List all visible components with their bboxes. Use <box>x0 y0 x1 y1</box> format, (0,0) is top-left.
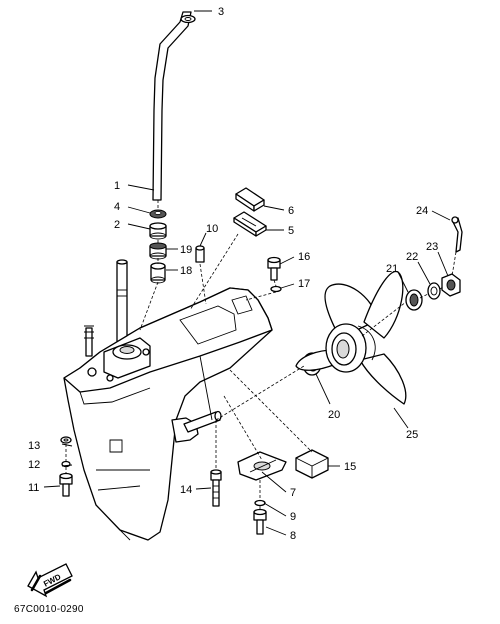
callout-1: 1 <box>114 180 120 192</box>
washer-13 <box>60 436 72 444</box>
bolt-16 <box>267 256 281 281</box>
callout-8: 8 <box>290 530 296 542</box>
propeller-25 <box>295 270 407 405</box>
callout-13: 13 <box>28 440 40 452</box>
callout-21: 21 <box>386 263 398 275</box>
callout-11: 11 <box>28 482 39 494</box>
seal-2 <box>149 222 167 240</box>
bolt-8 <box>253 508 267 535</box>
lower-casing <box>63 259 273 541</box>
callout-16: 16 <box>298 251 310 263</box>
callout-2: 2 <box>114 219 120 231</box>
callout-5: 5 <box>288 225 294 237</box>
callout-17: 17 <box>298 278 310 290</box>
callout-24: 24 <box>416 205 428 217</box>
washer-9 <box>254 499 266 507</box>
leader-lines <box>43 10 457 536</box>
callout-10: 10 <box>206 223 218 235</box>
bolt-14 <box>210 469 222 507</box>
callout-6: 6 <box>288 205 294 217</box>
callouts: 1 2 3 4 5 6 7 8 9 10 11 12 13 14 15 16 1… <box>28 6 438 542</box>
nut-23 <box>441 273 461 297</box>
callout-22: 22 <box>406 251 418 263</box>
callout-7: 7 <box>290 487 296 499</box>
grommet-6 <box>235 187 265 212</box>
tube-nut-3 <box>180 14 196 24</box>
spacer-21 <box>405 289 423 311</box>
bolt-11 <box>59 472 73 497</box>
callout-4: 4 <box>114 201 120 213</box>
bushing-18 <box>150 262 166 284</box>
callout-12: 12 <box>28 459 40 471</box>
fwd-arrow-icon: FWD <box>27 563 73 598</box>
dowel-pin-10 <box>195 245 205 263</box>
washer-17 <box>270 285 282 293</box>
washer-22 <box>427 282 441 300</box>
callout-20: 20 <box>328 409 340 421</box>
callout-9: 9 <box>290 511 296 523</box>
callout-23: 23 <box>426 241 438 253</box>
callout-19: 19 <box>180 244 192 256</box>
callout-3: 3 <box>218 6 224 18</box>
water-tube <box>152 11 192 201</box>
cotter-pin-24 <box>451 216 463 253</box>
callout-18: 18 <box>180 265 192 277</box>
callout-14: 14 <box>180 484 192 496</box>
grommet-5 <box>233 211 267 237</box>
anode-7 <box>237 451 287 481</box>
callout-15: 15 <box>344 461 356 473</box>
grommet-4 <box>149 209 167 219</box>
callout-25: 25 <box>406 429 418 441</box>
drawing-code: 67C0010-0290 <box>14 604 84 615</box>
anode-15 <box>295 449 329 479</box>
seal-19 <box>149 242 167 260</box>
